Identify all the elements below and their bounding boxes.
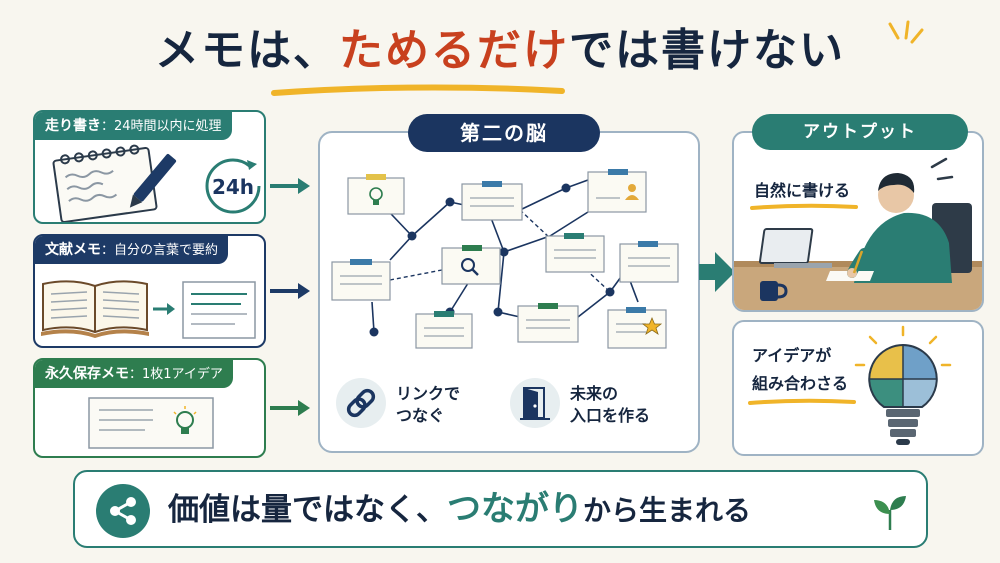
banner-highlight: つながり	[447, 489, 583, 529]
card-literature-note: 文献メモ：自分の言葉で要約	[33, 234, 266, 348]
link-icon	[336, 378, 386, 428]
card-permanent-note: 永久保存メモ：1枚1アイデア	[33, 358, 266, 458]
output-ideas-line: アイデアが	[752, 346, 832, 365]
output-writing-card: 自然に書ける	[732, 131, 984, 312]
label-underline	[748, 398, 856, 405]
output-title: アウトプット	[752, 114, 968, 150]
banner-text: 価値は量ではなく、つながりから生まれる	[168, 486, 868, 534]
title-underline	[271, 84, 565, 96]
page-title: メモは、ためるだけでは書けない	[0, 14, 1000, 78]
output-ideas-card: アイデアが 組み合わさる	[732, 320, 984, 456]
output-ideas-line: 組み合わさる	[752, 374, 849, 393]
legend-door: 未来の 入口を作る	[570, 383, 650, 427]
card-header: 文献メモ：自分の言葉で要約	[35, 236, 229, 264]
card-fleeting-note: 走り書き：24時間以内に処理 24h	[33, 110, 266, 224]
label-underline	[750, 203, 858, 210]
idea-card-icon	[88, 397, 214, 449]
card-label: 走り書き	[45, 118, 101, 134]
card-label: 永久保存メモ	[45, 366, 129, 382]
banner-part1: 価値は量ではなく、	[168, 492, 447, 528]
legend-line: つなぐ	[396, 406, 445, 425]
card-header: 走り書き：24時間以内に処理	[35, 112, 232, 140]
card-header: 永久保存メモ：1枚1アイデア	[35, 360, 233, 388]
person-writing-illustration	[734, 157, 982, 310]
note-network-diagram	[331, 169, 679, 349]
bottom-banner	[73, 470, 928, 548]
puzzle-bulb-icon	[854, 325, 952, 445]
card-sub: ：24時間以内に処理	[101, 119, 222, 134]
title-highlight: ためるだけ	[339, 25, 569, 76]
legend-line: リンクで	[396, 384, 461, 403]
banner-part2: から生まれる	[583, 494, 752, 527]
sprout-icon	[874, 496, 906, 530]
arrow-right-icon	[270, 178, 310, 194]
card-sub: ：1枚1アイデア	[129, 367, 223, 382]
legend-line: 入口を作る	[570, 406, 651, 425]
arrow-right-icon	[270, 400, 310, 416]
share-icon	[96, 484, 150, 538]
sparkle-icon	[888, 20, 924, 44]
arrow-right-icon	[270, 283, 310, 299]
arrow-right-icon	[699, 252, 735, 292]
legend-line: 未来の	[570, 384, 619, 403]
book-to-note-icon	[41, 280, 256, 339]
door-icon	[510, 378, 560, 428]
badge-24h: 24h	[212, 175, 254, 199]
card-label: 文献メモ	[45, 242, 101, 258]
second-brain-title: 第二の脳	[408, 114, 600, 152]
legend-link: リンクで つなぐ	[396, 383, 460, 427]
title-part2: では書けない	[569, 25, 845, 76]
title-part1: メモは、	[155, 25, 339, 76]
output-writing-label: 自然に書ける	[754, 181, 851, 200]
notepad-pen-icon: 24h	[52, 144, 261, 222]
card-sub: ：自分の言葉で要約	[101, 243, 219, 258]
